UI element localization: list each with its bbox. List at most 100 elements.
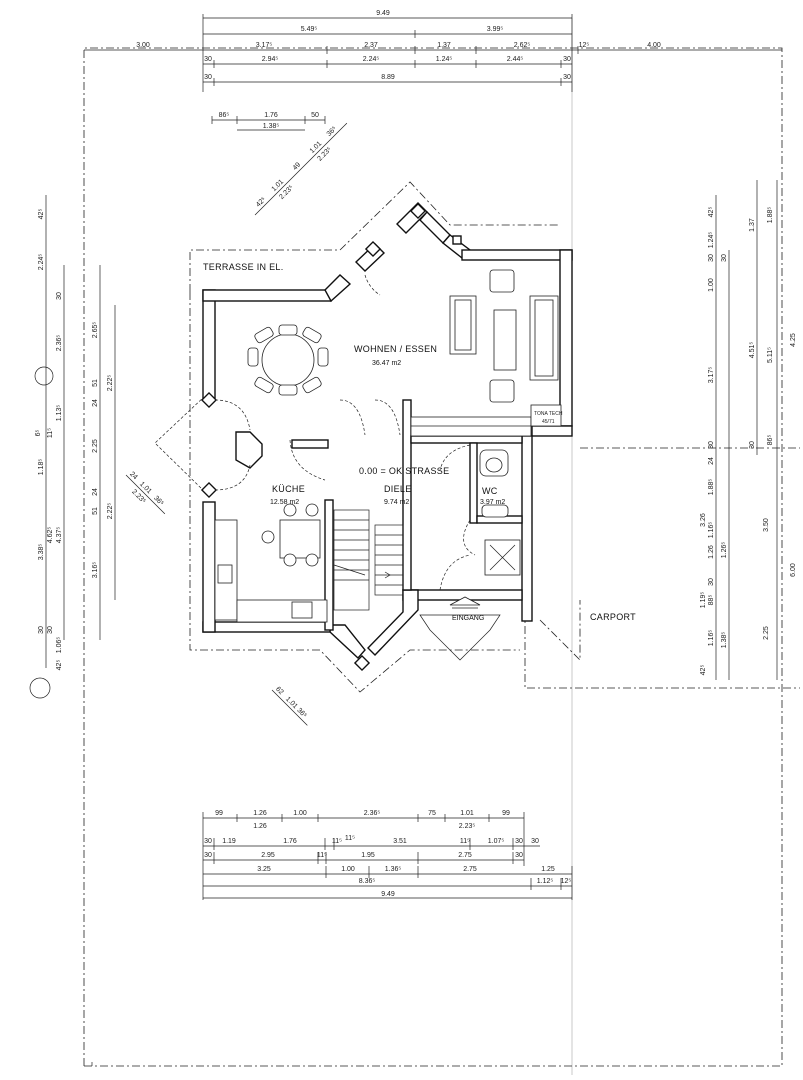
dim-left-t: 3.16⁵ [92, 562, 99, 579]
dim-right-ab: 6.00 [790, 563, 797, 577]
dim-right-z: 4.25 [790, 333, 797, 347]
dim-left-b: 2.24⁵ [38, 254, 45, 271]
dim-top-r3-b: 2.37 [364, 42, 378, 49]
dim-bottom-r1-e: 75 [428, 810, 436, 817]
window-posts [200, 202, 462, 672]
dim-top-r4-c: 2.24⁵ [363, 56, 380, 63]
dim-right-v: 5.11⁵ [767, 347, 774, 363]
dimension-chain-left: 42⁵ 2.24⁵ 30 2.36⁵ 2.65⁵ 51 2.22⁵ 24 1.1… [29, 195, 308, 726]
dim-right-o: 1.38⁵ [721, 632, 728, 649]
dim-left-p: 2.22⁵ [107, 503, 114, 520]
dim-top-t-a: 86⁵ [219, 112, 230, 119]
dim-left-ad: 1.01 [284, 696, 299, 711]
dim-left-k: 11⁵ [47, 428, 54, 438]
dim-left-e: 2.65⁵ [92, 322, 99, 339]
dim-bottom-r3-b: 2.95 [261, 852, 275, 859]
dim-left-ae: 36⁵ [295, 707, 308, 720]
dim-bottom-r2-j: 30 [531, 838, 539, 845]
dim-top-r3-e: 12⁵ [579, 42, 590, 49]
dim-right-h: 1.88⁵ [708, 479, 715, 496]
dim-left-q: 3.38⁵ [38, 544, 45, 561]
dim-right-i: 1.16⁵ [708, 522, 715, 539]
dim-bottom-r5-a: 8.36⁵ [359, 878, 376, 885]
dim-bottom-r1-i: 2.23⁵ [459, 823, 476, 830]
dim-top-r5-c: 30 [563, 74, 571, 81]
dashed-outlines [154, 181, 800, 693]
dim-bottom-r1-a: 99 [215, 810, 223, 817]
dim-left-f: 51 [92, 379, 99, 387]
dim-left-w: 1.06⁵ [56, 637, 63, 654]
dim-top-t-d: 1.38⁵ [263, 123, 280, 130]
dim-right-c: 30 [708, 254, 715, 262]
dim-right-e: 3.17⁵ [708, 367, 715, 384]
dim-right-aa: 3.50 [763, 518, 770, 532]
dim-left-g: 2.22⁵ [107, 375, 114, 392]
dim-right-x: 1.88⁵ [767, 207, 774, 224]
dim-bottom-r3-d: 1.95 [361, 852, 375, 859]
label-diele-name: DIELE [384, 484, 412, 494]
dim-right-k: 30 [708, 578, 715, 586]
dim-bottom-r2-f: 3.51 [393, 838, 407, 845]
dim-bottom-r2-g: 11⁵ [460, 838, 470, 845]
dim-bottom-r4-b: 1.00 [341, 866, 355, 873]
dim-right-b: 1.24⁵ [708, 232, 715, 249]
label-wc-area: 3.97 m2 [480, 499, 505, 506]
dim-left-c: 30 [56, 292, 63, 300]
dim-left-h: 24 [92, 399, 99, 407]
dim-bottom-r2-a: 30 [204, 838, 212, 845]
label-wohnen-name: WOHNEN / ESSEN [354, 344, 437, 354]
dim-left-j: 6⁵ [35, 430, 42, 437]
dim-left-l: 2.25 [92, 439, 99, 453]
dim-top-r4-d: 1.24⁵ [436, 56, 453, 63]
dim-left-d: 2.36⁵ [56, 335, 63, 352]
dim-bottom-r1-g: 99 [502, 810, 510, 817]
dim-top-r4-f: 30 [563, 56, 571, 63]
dim-right-g: 24 [708, 457, 715, 465]
label-kueche-area: 12.58 m2 [270, 499, 299, 506]
furniture [214, 269, 562, 661]
dim-right-f: 30 [708, 441, 715, 449]
dim-top-diag-d: 49 [292, 161, 303, 172]
dimension-chain-right: 42⁵ 1.24⁵ 30 1.00 3.17⁵ 30 24 1.88⁵ 1.16… [700, 180, 797, 680]
dimension-chain-bottom: 99 1.26 1.00 2.36⁵ 75 1.01 99 1.26 2.23⁵… [202, 810, 573, 900]
dim-right-r: 30 [721, 254, 728, 262]
dim-right-a: 42⁵ [708, 207, 715, 218]
dim-bottom-r2-d: 11⁵ [332, 838, 342, 845]
dim-bottom-r5-b: 1.12⁵ [537, 878, 554, 885]
dim-bottom-r3-a: 30 [204, 852, 212, 859]
dim-top-r3-left: 3.00 [136, 42, 150, 49]
label-level: 0.00 = OK STRASSE [359, 466, 449, 476]
label-diele-area: 9.74 m2 [384, 499, 409, 506]
dim-top-diag-g: 36⁵ [326, 125, 339, 138]
dim-bottom-r3-f: 30 [515, 852, 523, 859]
dim-bottom-r4-c: 1.36⁵ [385, 866, 402, 873]
dim-top-r4-b: 2.94⁵ [262, 56, 279, 63]
dim-bottom-r6: 9.49 [381, 891, 395, 898]
property-boundary [83, 18, 783, 1075]
dim-right-q: 42⁵ [700, 665, 707, 676]
dim-top-r3-a: 3.17⁵ [256, 42, 273, 49]
dim-top-r4-a: 30 [204, 56, 212, 63]
label-tv-2: 45/71 [542, 419, 555, 425]
dim-top-r5-b: 8.89 [381, 74, 395, 81]
dim-right-d: 1.00 [708, 278, 715, 292]
dim-bottom-r3-e: 2.75 [458, 852, 472, 859]
label-eingang: EINGANG [452, 615, 484, 622]
dim-bottom-r1-b: 1.26 [253, 810, 267, 817]
staircase [333, 509, 404, 611]
dim-right-ac: 2.25 [763, 626, 770, 640]
dim-top-r3-d: 2.62⁵ [514, 42, 531, 49]
dim-right-y: 86⁵ [767, 435, 774, 446]
label-tv-1: TONA TECH [534, 411, 563, 417]
dim-bottom-r1-d: 2.36⁵ [364, 810, 381, 817]
dim-bottom-r2-h: 1.07⁵ [488, 838, 505, 845]
dim-left-s: 4.37⁵ [56, 527, 63, 544]
dim-bottom-r2-c: 1.76 [283, 838, 297, 845]
dim-right-n: 1.26⁵ [721, 542, 728, 559]
dim-bottom-r4-e: 1.25 [541, 866, 555, 873]
doors [214, 274, 476, 591]
dim-right-u: 4.51⁵ [749, 342, 756, 359]
dim-left-ab: 36⁵ [152, 495, 165, 508]
dim-left-r: 4.62⁵ [47, 527, 54, 544]
dim-left-a: 42⁵ [38, 209, 45, 220]
